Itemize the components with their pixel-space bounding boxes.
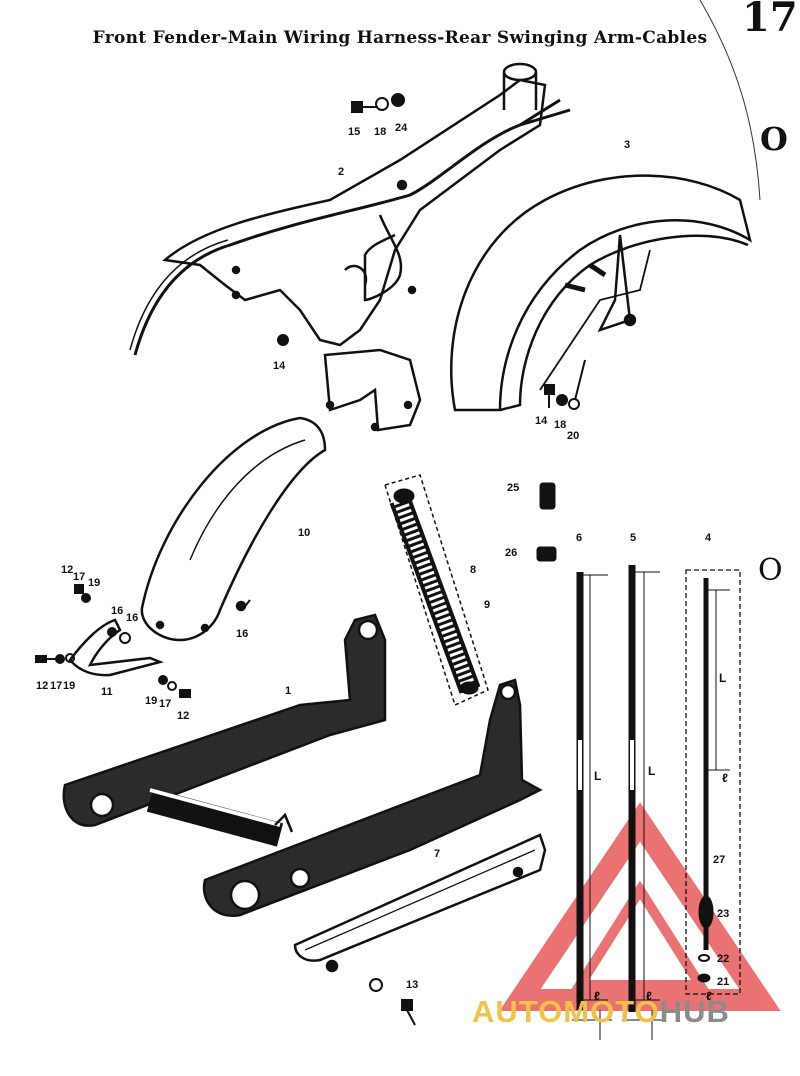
watermark-text: AUTOMOTOHUB (472, 994, 730, 1030)
dimension-labels: L L L ℓ ℓ ℓ ℓ (594, 671, 728, 1003)
side-marks: O O (758, 120, 788, 588)
side-mark-middle: O (758, 553, 783, 588)
watermark-moto: MOTO (563, 994, 660, 1029)
dim-l-cable-5: ℓ (646, 989, 652, 1003)
watermark-auto: AUTO (472, 994, 564, 1029)
label-2: 2 (338, 166, 344, 178)
label-17b: 17 (50, 680, 62, 692)
label-16a: 16 (111, 605, 123, 617)
rear-fender (450, 174, 752, 412)
bolt-set-15-18-24 (351, 93, 405, 113)
label-16c: 16 (236, 628, 248, 640)
label-20: 20 (567, 430, 579, 442)
label-19a: 19 (88, 577, 100, 589)
label-26: 26 (505, 547, 517, 559)
part-number-labels: 1 2 3 4 5 6 7 8 9 10 11 12 12 12 13 14 1… (36, 122, 729, 991)
screw-14 (277, 334, 289, 346)
label-19c: 19 (145, 695, 157, 707)
chain-case (293, 833, 547, 973)
side-mark-top: O (760, 120, 788, 158)
small-hardware-12-17-19 (35, 584, 251, 698)
label-8: 8 (470, 564, 476, 576)
label-15: 15 (348, 126, 360, 138)
label-19b: 19 (63, 680, 75, 692)
label-14b: 14 (535, 415, 548, 427)
dim-l-cable-4: ℓ (722, 771, 728, 785)
label-16b: 16 (126, 612, 138, 624)
label-4: 4 (705, 532, 712, 544)
label-12c: 12 (177, 710, 189, 722)
dimension-lines-bottom (572, 1010, 664, 1040)
dim-L-cable-5: L (648, 764, 655, 778)
label-14a: 14 (273, 360, 286, 372)
diagram-title: Front Fender-Main Wiring Harness-Rear Sw… (92, 28, 708, 48)
label-11: 11 (101, 686, 113, 698)
label-18a: 18 (374, 126, 386, 138)
label-17a: 17 (73, 571, 85, 583)
label-5: 5 (630, 532, 636, 544)
screw-13 (369, 978, 416, 1026)
page-number: 17 (742, 0, 798, 41)
label-18b: 18 (554, 419, 566, 431)
front-fender (140, 416, 327, 642)
label-24: 24 (395, 122, 408, 134)
label-13: 13 (406, 979, 418, 991)
label-12a: 12 (61, 564, 73, 576)
label-3: 3 (624, 139, 630, 151)
label-21: 21 (717, 976, 729, 988)
label-22: 22 (717, 953, 729, 965)
label-23: 23 (717, 908, 729, 920)
dim-L-cable-6: L (594, 769, 601, 783)
label-17c: 17 (159, 698, 171, 710)
label-10: 10 (298, 527, 310, 539)
label-7: 7 (434, 848, 440, 860)
rubber-bushings-25-26 (536, 482, 557, 562)
label-6: 6 (576, 532, 582, 544)
label-27: 27 (713, 854, 725, 866)
dim-l-cable-6: ℓ (594, 989, 600, 1003)
fender-stay (68, 618, 164, 677)
scan-artifact-arc (699, 0, 761, 201)
shock-absorber (384, 474, 489, 707)
dim-L-cable-4: L (719, 671, 726, 685)
main-frame-with-harness (129, 62, 571, 432)
dim-l-cable-4-bottom: ℓ (706, 989, 712, 1003)
watermark-hub: HUB (659, 994, 730, 1029)
label-12b: 12 (36, 680, 48, 692)
bolt-set-14-18-20 (544, 359, 586, 410)
cable-4 (685, 569, 741, 995)
label-25: 25 (507, 482, 519, 494)
label-1: 1 (285, 685, 291, 697)
rear-swinging-arm (62, 613, 543, 918)
cable-5 (628, 565, 660, 1012)
cable-6 (576, 572, 608, 1010)
label-9: 9 (484, 599, 490, 611)
